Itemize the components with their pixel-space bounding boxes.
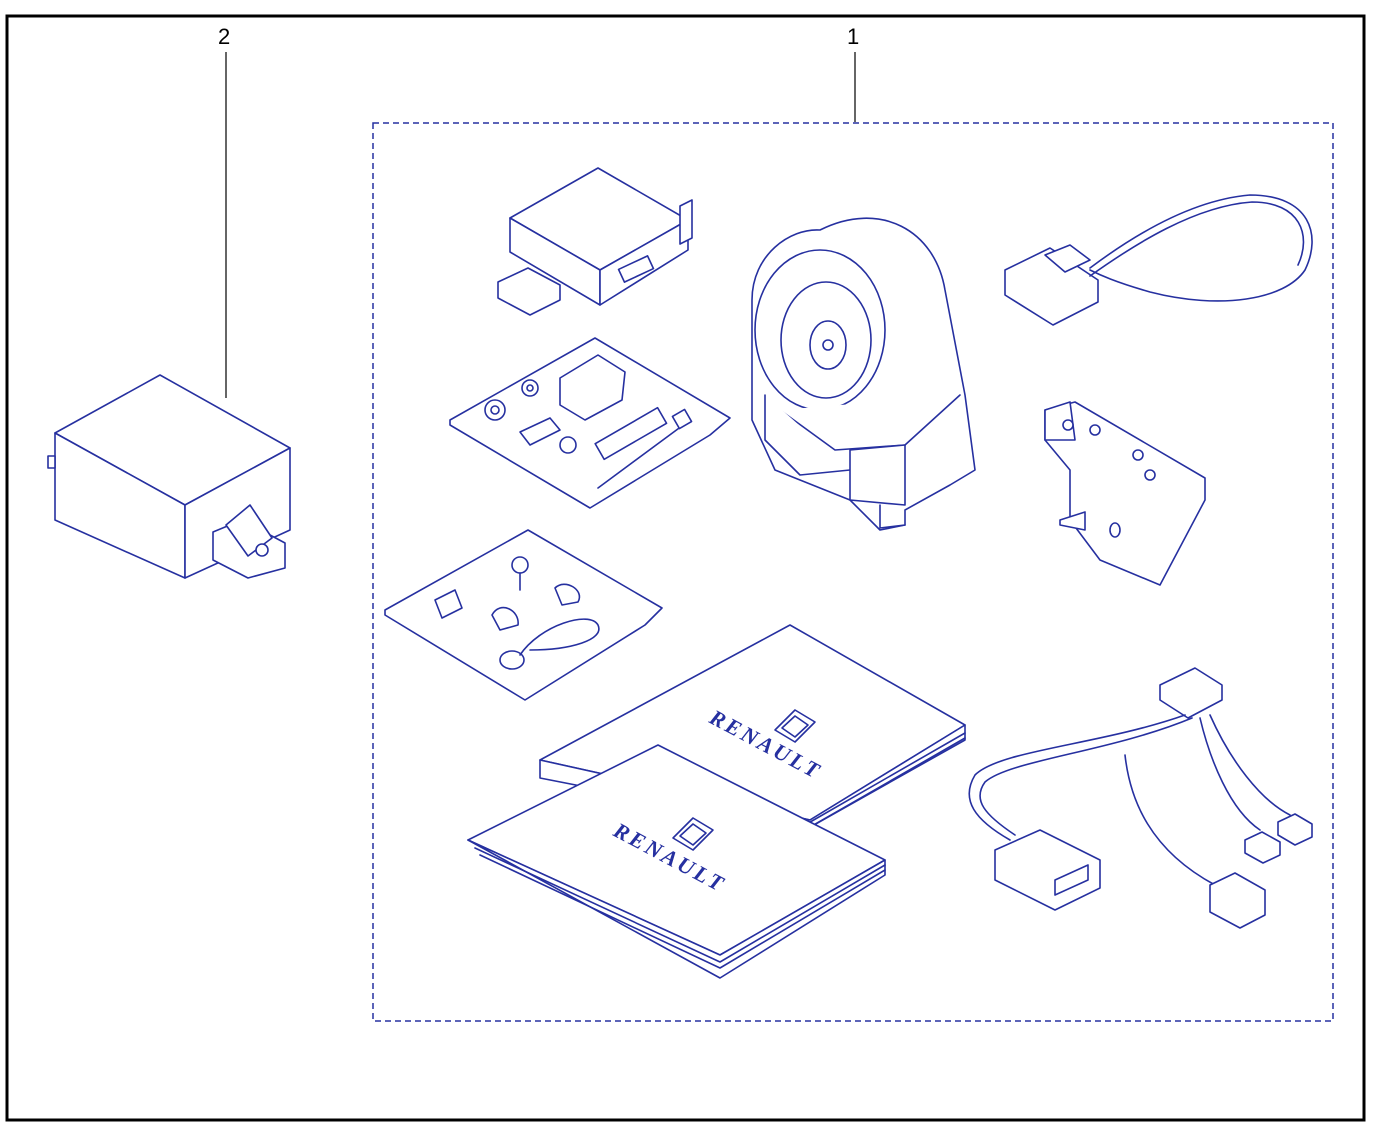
kit-boundary-dashed: [372, 122, 1334, 1022]
siren: [751, 217, 976, 531]
fastener-bag-lower: [384, 529, 663, 701]
sensor-module: [497, 167, 693, 316]
outer-frame: [5, 14, 1366, 1122]
fastener-bag-upper: [449, 337, 731, 509]
callout-number-1: 1: [847, 24, 860, 49]
control-module-box: [47, 374, 291, 579]
wiring-harness-small: [1004, 194, 1313, 326]
mounting-bracket: [1044, 401, 1206, 586]
manual-booklet-front: RENAULT: [467, 744, 886, 979]
wiring-harness-large: [968, 667, 1313, 929]
callout-number-2: 2: [218, 24, 231, 49]
